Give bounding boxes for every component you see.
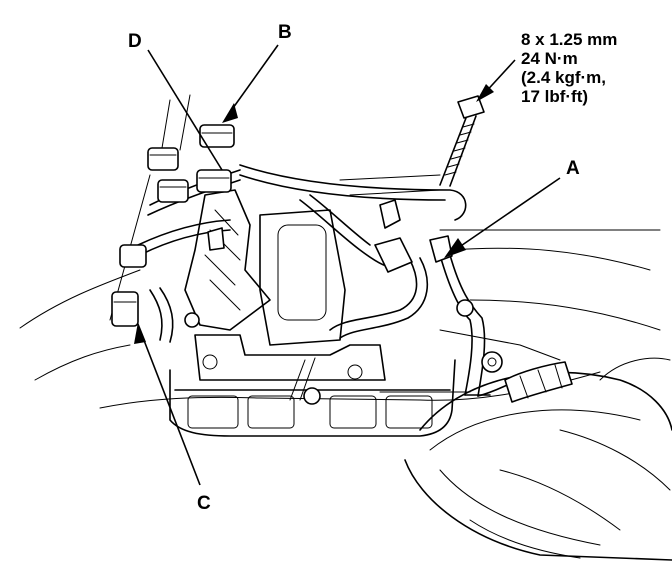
torque-spec-kgfm: (2.4 kgf·m,: [521, 68, 607, 87]
leader-lines: [134, 44, 561, 486]
central-bracket: [184, 174, 441, 381]
callout-d: D: [128, 31, 142, 52]
leader-b: [227, 44, 279, 116]
torque-spec-nm: 24 N·m: [521, 49, 578, 68]
leader-a: [451, 177, 561, 253]
lower-right-housing: [404, 371, 672, 561]
callout-b: B: [278, 22, 292, 43]
torque-spec-lbfft: 17 lbf·ft): [521, 87, 589, 106]
clips-and-brackets: [184, 199, 503, 405]
body-contours: [19, 94, 671, 409]
bolt: [439, 95, 485, 187]
leader-d: [147, 49, 223, 171]
wire-harness: [137, 164, 521, 401]
arrowhead-b: [222, 103, 238, 123]
leader-c: [139, 329, 201, 486]
torque-spec: 8 x 1.25 mm 24 N·m (2.4 kgf·m, 17 lbf·ft…: [521, 30, 617, 106]
arrowhead-a: [444, 238, 466, 258]
callout-c: C: [197, 493, 211, 514]
arrowhead-spec: [476, 84, 494, 102]
callout-a: A: [566, 158, 580, 179]
torque-spec-thread: 8 x 1.25 mm: [521, 30, 618, 49]
right-connector: [504, 361, 573, 403]
arrowhead-c: [134, 322, 146, 344]
connectors-cluster: [111, 124, 235, 327]
